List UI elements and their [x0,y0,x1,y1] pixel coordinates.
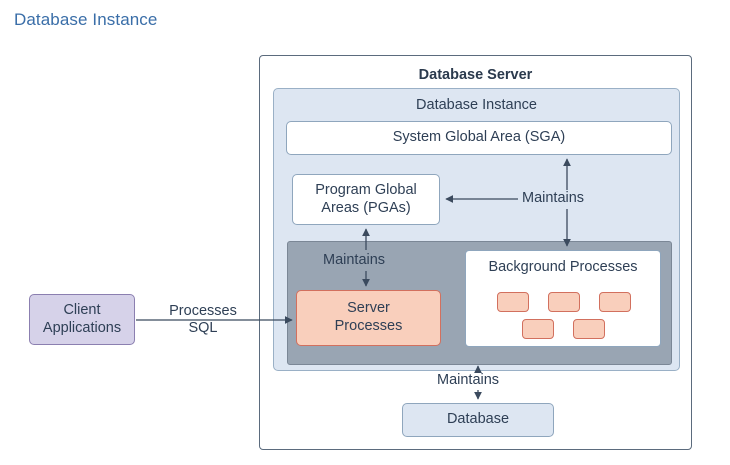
processes-sql-line1: Processes [169,303,237,319]
edge-label-maintains-sga-background: Maintains [522,190,585,206]
background-process-chip [599,292,631,312]
processes-sql-line2: SQL [188,320,218,337]
client-applications-label-line2: Applications [42,319,122,336]
server-processes-label-line1: Server [347,300,390,317]
pgas-label-line2: Areas (PGAs) [321,199,411,216]
edge-label-processes-sql: Processes SQL [163,303,243,338]
background-process-chip [573,319,605,339]
sga-label: System Global Area (SGA) [392,129,566,146]
background-processes-label: Background Processes [488,259,638,275]
page-title: Database Instance [14,10,158,29]
server-processes-label-line2: Processes [334,318,403,334]
background-process-chip [548,292,580,312]
database-label: Database [446,411,510,428]
database-instance-title: Database Instance [416,97,537,113]
client-applications-box: Client Applications [29,294,135,345]
background-process-chip [497,292,529,312]
edge-label-maintains-database: Maintains [437,372,500,388]
server-processes-box: Server Processes [296,290,441,346]
background-processes-box: Background Processes [465,250,661,347]
background-process-chip [522,319,554,339]
edge-label-maintains-server-processes: Maintains [323,252,386,268]
system-global-area-box: System Global Area (SGA) [286,121,672,155]
pgas-label-line1: Program Global [315,181,417,198]
database-box: Database [402,403,554,437]
database-server-title: Database Server [418,67,533,83]
program-global-areas-box: Program Global Areas (PGAs) [292,174,440,225]
client-applications-label-line1: Client [63,301,101,318]
